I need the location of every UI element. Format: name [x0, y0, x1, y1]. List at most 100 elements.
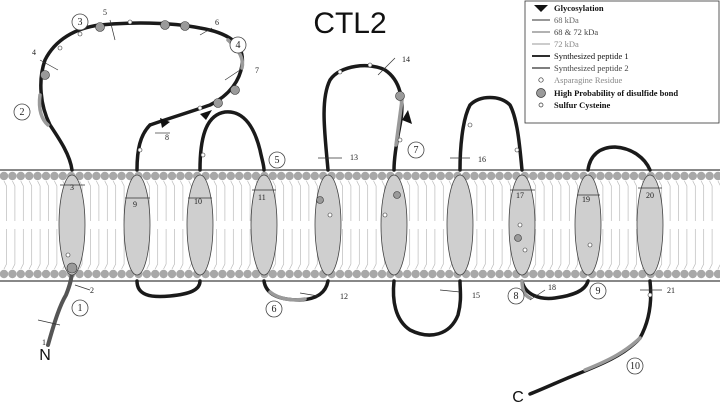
lipid-head — [151, 269, 160, 279]
lipid-head — [293, 269, 303, 279]
lipid-head — [0, 171, 9, 181]
lipid-tail — [37, 180, 41, 221]
lipid-head — [596, 171, 605, 181]
asparagine-dot — [327, 212, 333, 218]
lipid-head — [226, 171, 235, 181]
lipid-tail — [423, 229, 427, 270]
lipid-tail — [339, 180, 343, 221]
lipid-tail — [432, 180, 436, 221]
transmembrane-helices — [58, 174, 664, 276]
intracellular-loop-2 — [135, 279, 202, 299]
lipid-tail — [87, 229, 91, 270]
lipid-tail — [238, 180, 243, 221]
lipid-tail — [280, 180, 285, 221]
lipid-tail — [104, 180, 108, 221]
lipid-head — [613, 269, 622, 279]
lipid-head — [697, 171, 706, 181]
lipid-tail — [600, 229, 604, 270]
lipid-tail — [289, 229, 293, 270]
lipid-head — [436, 269, 445, 279]
lipid-tail — [616, 180, 621, 221]
lipid-tail — [549, 229, 553, 270]
asparagine-dot — [587, 242, 593, 248]
lipid-tail — [482, 229, 486, 270]
legend-glycosylation-symbol — [534, 5, 548, 12]
lipid-head — [92, 171, 101, 181]
lipid-head — [25, 171, 34, 181]
lipid-head — [377, 171, 387, 181]
lipid-tail — [222, 180, 226, 221]
lipid-tail — [474, 180, 478, 221]
lipid-head — [218, 171, 227, 181]
lipid-head — [503, 269, 513, 279]
leader-lines — [37, 19, 662, 326]
legend-glycosylation: Glycosylation — [554, 3, 604, 13]
lipid-head — [184, 171, 193, 181]
lipid-head — [277, 269, 286, 279]
lipid-tail — [180, 180, 184, 221]
disulfide-dot — [95, 22, 105, 32]
lipid-head — [571, 171, 580, 181]
lipid-head — [235, 171, 244, 181]
lipid-tail — [289, 180, 293, 221]
lipid-tail — [684, 180, 688, 221]
lipid-tail — [364, 180, 369, 221]
lipid-head — [688, 171, 697, 181]
lipid-tail — [633, 229, 637, 270]
helix-label: 19 — [582, 195, 590, 204]
legend-disulfide: High Probability of disulfide bond — [554, 88, 678, 98]
lipid-tail — [490, 229, 495, 270]
asparagine-dot — [467, 122, 473, 128]
extracellular-loop-5 — [322, 63, 404, 172]
lipid-tail — [432, 229, 436, 270]
lipid-head — [562, 171, 571, 181]
helix-label: 3 — [70, 183, 74, 192]
lipid-tails — [3, 180, 720, 270]
lipid-head — [688, 269, 697, 279]
lipid-tail — [28, 180, 33, 221]
circled-label: 1 — [78, 303, 83, 314]
lipid-head — [92, 269, 101, 279]
lipid-tail — [213, 180, 217, 221]
circled-label: 4 — [236, 40, 241, 51]
asparagine-dot — [200, 152, 206, 158]
lipid-tail — [532, 229, 537, 270]
lipid-head — [629, 269, 639, 279]
lipid-tail — [213, 229, 217, 270]
loop-label: 14 — [402, 55, 410, 64]
lipid-head — [571, 269, 580, 279]
lipid-tail — [440, 229, 444, 270]
lipid-tail — [348, 229, 352, 270]
lipid-tail — [171, 180, 175, 221]
lipid-head — [478, 171, 487, 181]
extracellular-loop-3 — [198, 110, 266, 172]
lipid-tail — [37, 229, 41, 270]
lipid-head — [470, 171, 479, 181]
lipid-head — [545, 269, 555, 279]
lipid-tail — [616, 229, 621, 270]
circled-number-labels: 1 2 3 4 5 6 7 8 9 10 — [20, 17, 641, 372]
lipid-head — [268, 269, 277, 279]
lipid-tail — [3, 180, 7, 221]
lipid-tail — [474, 229, 478, 270]
lipid-tail — [348, 180, 352, 221]
loop-label: 1 — [42, 338, 46, 347]
helix-label: 11 — [258, 193, 266, 202]
lipid-head — [50, 269, 59, 279]
circled-label: 5 — [275, 155, 280, 166]
lipid-tail — [440, 180, 444, 221]
lipid-heads-top — [0, 171, 720, 181]
lipid-head — [310, 269, 319, 279]
lipid-tail — [423, 180, 427, 221]
lipid-head — [176, 171, 185, 181]
lipid-head — [142, 269, 151, 279]
lipid-head — [184, 269, 193, 279]
tm-helix-3 — [186, 174, 214, 276]
lipid-tail — [415, 229, 419, 270]
extracellular-loop-9 — [586, 145, 652, 172]
lipid-tail — [709, 180, 713, 221]
lipid-head — [403, 171, 412, 181]
lipid-head — [377, 269, 387, 279]
lipid-head — [16, 171, 25, 181]
